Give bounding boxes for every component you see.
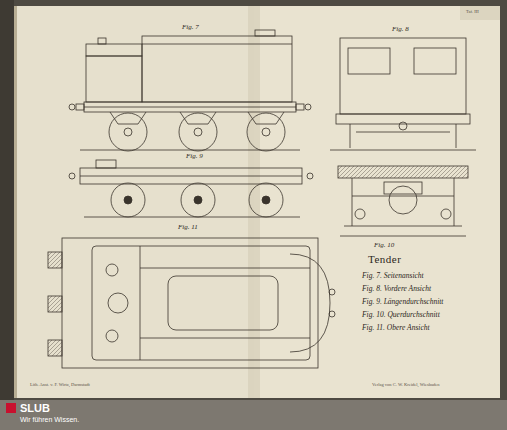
plate-number: Taf. III [466, 10, 479, 15]
legend-line: Fig. 11. Obere Ansicht [362, 324, 430, 332]
figure-label: Fig. 9 [186, 153, 203, 160]
plate-title: Tender [368, 254, 401, 265]
legend-line: Fig. 9. Längendurchschnitt [362, 298, 443, 306]
figure-label: Fig. 8 [392, 26, 409, 33]
legend-line: Fig. 10. Querdurchschnitt [362, 311, 440, 319]
library-logo: SLUB [20, 403, 50, 414]
lithographer-note: Lith. Anst. v. F. Wirtz, Darmstadt [30, 383, 90, 388]
figure-label: Fig. 10 [374, 242, 394, 249]
library-slogan: Wir führen Wissen. [20, 416, 79, 423]
figure-label: Fig. 7 [182, 24, 199, 31]
publisher-note: Verlag von C. W. Kreidel, Wiesbaden [372, 383, 439, 388]
legend-line: Fig. 8. Vordere Ansicht [362, 285, 431, 293]
legend-line: Fig. 7. Seitenansicht [362, 272, 424, 280]
figure-label: Fig. 11 [178, 224, 198, 231]
